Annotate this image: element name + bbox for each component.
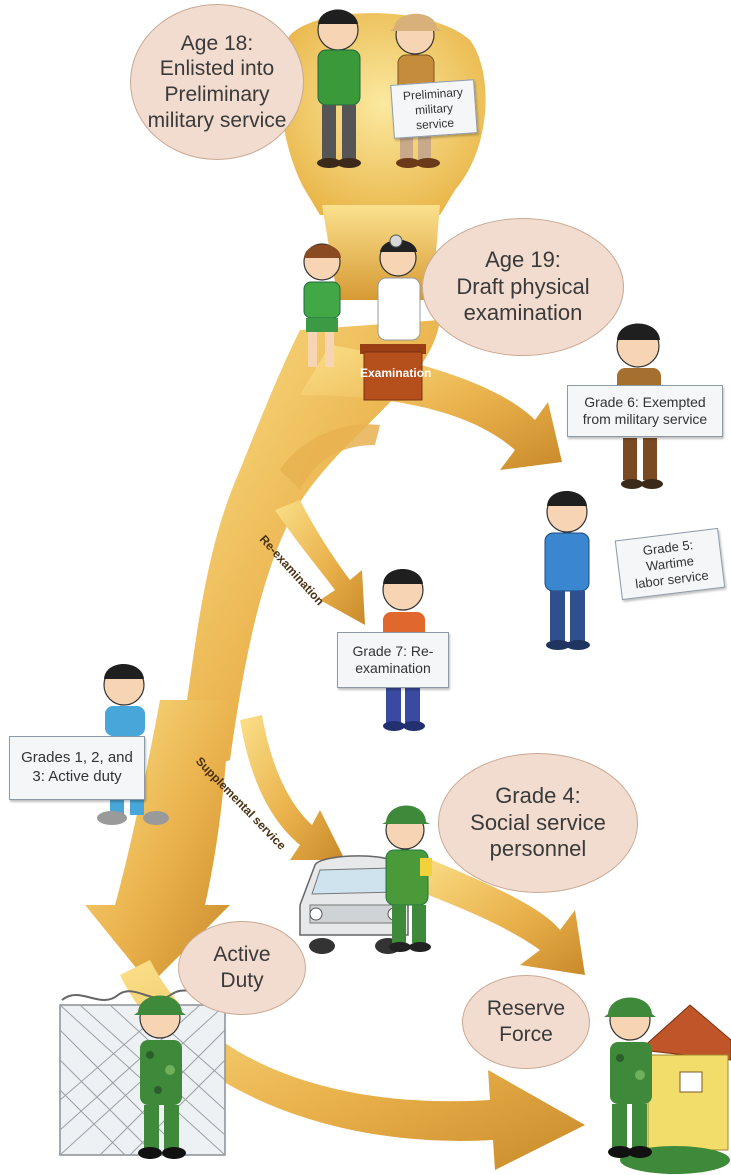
- person-icon: [303, 243, 341, 367]
- sign-preliminary-text: Preliminary military service: [402, 84, 464, 132]
- person-icon: [97, 664, 169, 825]
- stage-grade4-bubble: Grade 4: Social service personnel: [438, 753, 638, 893]
- sign-grade5: Grade 5: Wartime labor service: [614, 527, 726, 601]
- examination-podium: [360, 344, 426, 401]
- sign-preliminary-military-service: Preliminary military service: [390, 79, 478, 139]
- stage-grade4-label: Grade 4: Social service personnel: [470, 782, 606, 862]
- stage-active-duty-label: Active Duty: [213, 943, 271, 992]
- sign-grade7: Grade 7: Re- examination: [337, 632, 449, 688]
- stage-reserve-force-label: Reserve Force: [486, 997, 566, 1046]
- soldier-icon: [134, 995, 186, 1159]
- person-icon: [382, 805, 432, 952]
- sign-grade7-text: Grade 7: Re- examination: [352, 642, 434, 677]
- stage-age19-label: Age 19: Draft physical examination: [456, 246, 590, 326]
- stage-age19-bubble: Age 19: Draft physical examination: [422, 218, 624, 356]
- car-icon: [299, 855, 409, 954]
- doctor-icon: [377, 234, 421, 341]
- sign-grade5-text: Grade 5: Wartime labor service: [634, 536, 710, 592]
- soldier-icon: [604, 997, 656, 1158]
- stage-reserve-force-bubble: Reserve Force: [462, 975, 590, 1069]
- sign-grades123: Grades 1, 2, and 3: Active duty: [9, 736, 145, 800]
- stage-age18-label: Age 18: Enlisted into Preliminary milita…: [147, 31, 287, 132]
- person-icon: [317, 9, 361, 168]
- sign-grade6: Grade 6: Exempted from military service: [567, 385, 723, 437]
- sign-grades123-text: Grades 1, 2, and 3: Active duty: [21, 749, 133, 785]
- person-icon: [544, 491, 590, 650]
- stage-age18-bubble: Age 18: Enlisted into Preliminary milita…: [130, 4, 304, 160]
- person-icon: [382, 569, 425, 731]
- stage-active-duty-bubble: Active Duty: [178, 921, 306, 1015]
- sign-grade6-text: Grade 6: Exempted from military service: [582, 393, 708, 428]
- podium-examination-label: Examination: [360, 366, 432, 380]
